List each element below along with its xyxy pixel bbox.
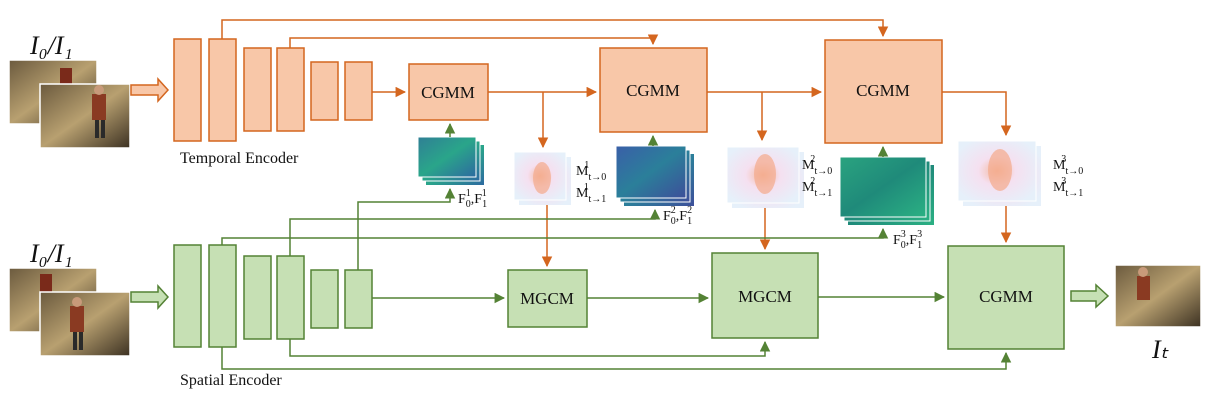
mask-label-1: Mt→01 Mt→11 — [576, 160, 606, 205]
mask-label-3: Mt→03 Mt→13 — [1053, 154, 1083, 199]
spatial-mgcm-2-label: MGCM — [738, 287, 792, 306]
spatial-mgcm-2 — [711, 252, 819, 339]
temporal-encoder — [173, 38, 373, 142]
spatial-encoder — [173, 244, 373, 348]
svg-text:Mt→12: Mt→12 — [802, 176, 832, 199]
spatial-encoder-label: Spatial Encoder — [180, 372, 282, 389]
svg-text:Mt→11: Mt→11 — [576, 182, 606, 205]
temporal-cgmm-1 — [408, 63, 489, 121]
top-input-arrow — [130, 77, 170, 103]
bottom-input-arrow — [130, 284, 170, 310]
output-arrow — [1070, 283, 1110, 309]
temporal-cgmm-2-label: CGMM — [626, 81, 680, 100]
output-label: Iₜ — [1151, 335, 1170, 364]
feature-label-3: F03,F13 — [893, 229, 922, 251]
mask-map-2 — [726, 146, 804, 208]
feature-map-2 — [615, 145, 694, 206]
temporal-cgmm-1-label: CGMM — [421, 83, 475, 102]
temporal-cgmm-2 — [599, 47, 708, 133]
spatial-mgcm-1-label: MGCM — [520, 289, 574, 308]
temporal-connections — [221, 19, 1012, 268]
spatial-cgmm-3 — [947, 245, 1065, 350]
svg-text:Mt→02: Mt→02 — [802, 154, 832, 177]
top-input-label: I₀/I₁ — [29, 31, 73, 60]
feature-label-1: F01,F11 — [458, 188, 487, 210]
mask-map-1 — [513, 151, 571, 205]
spatial-connections — [221, 122, 1012, 370]
temporal-cgmm-3-label: CGMM — [856, 81, 910, 100]
feature-map-1 — [417, 136, 484, 185]
temporal-encoder-label: Temporal Encoder — [180, 150, 299, 167]
spatial-cgmm-3-label: CGMM — [979, 287, 1033, 306]
top-input-frames — [8, 59, 131, 149]
svg-text:Mt→01: Mt→01 — [576, 160, 606, 183]
bottom-input-label: I₀/I₁ — [29, 239, 73, 268]
mask-map-3 — [957, 140, 1041, 206]
mask-label-2: Mt→02 Mt→12 — [802, 154, 832, 199]
bottom-input-frames — [8, 267, 131, 357]
output-frame — [1114, 264, 1202, 328]
svg-text:Mt→03: Mt→03 — [1053, 154, 1083, 177]
svg-text:Mt→13: Mt→13 — [1053, 176, 1083, 199]
feature-map-3 — [839, 156, 934, 225]
feature-label-2: F02,F12 — [663, 205, 692, 227]
